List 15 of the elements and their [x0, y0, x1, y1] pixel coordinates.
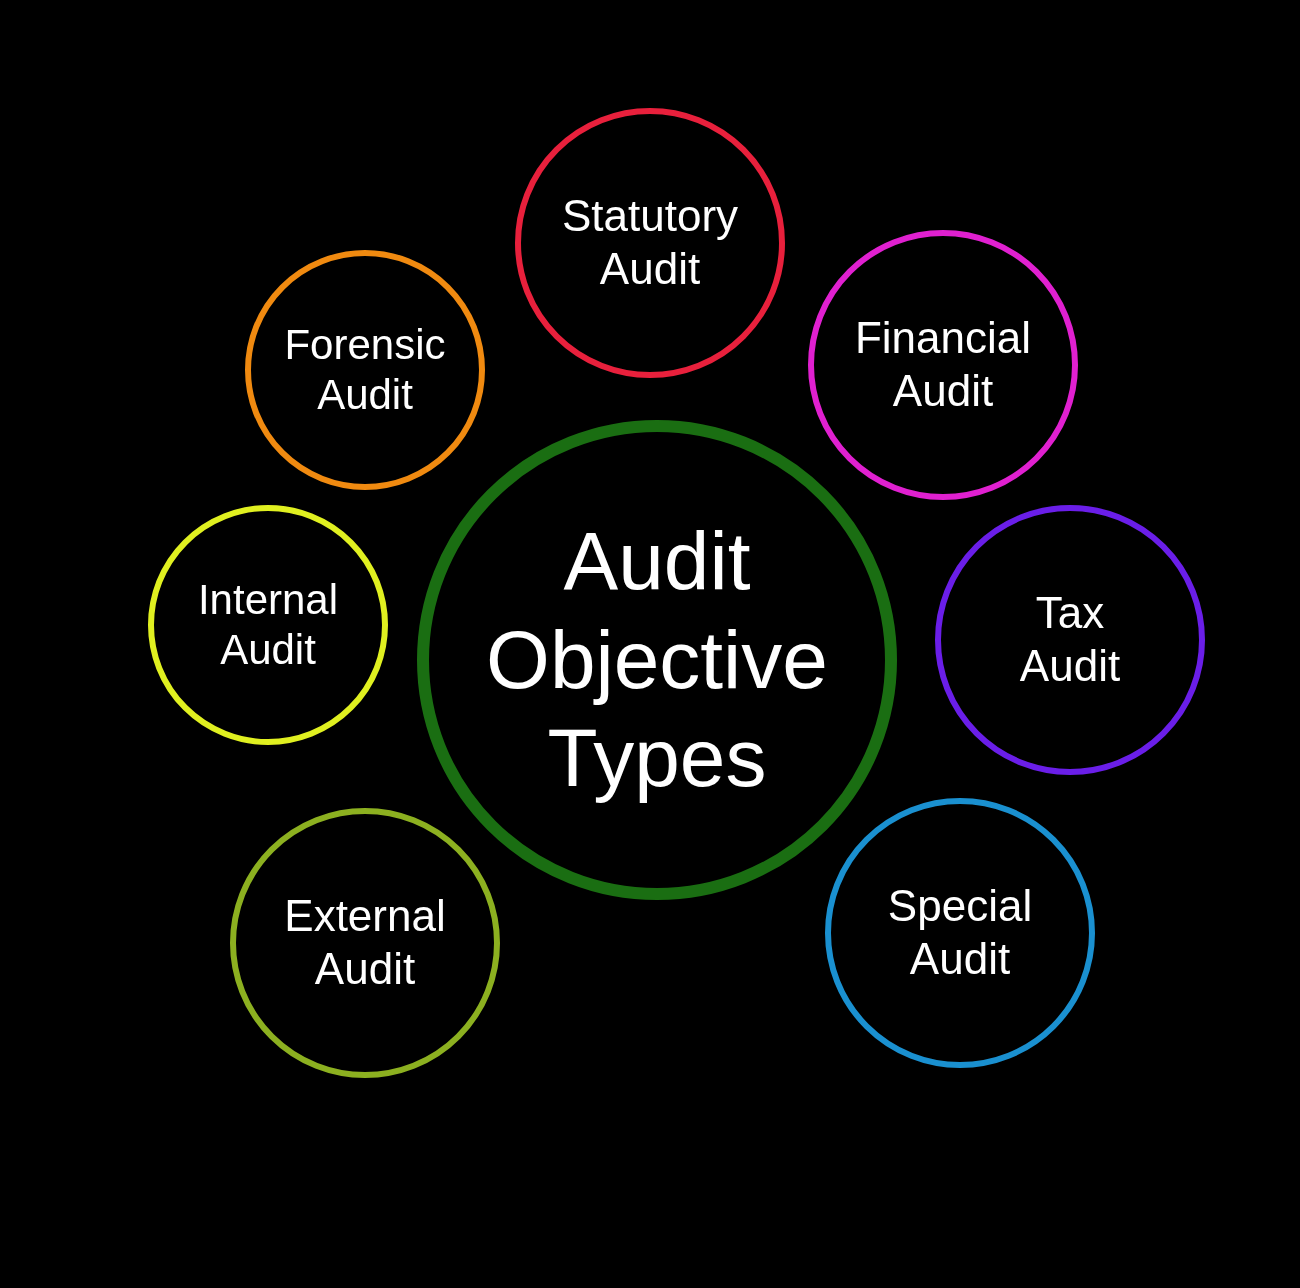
topic-circle	[245, 250, 485, 490]
diagram-heading: Audit Objective Types	[486, 514, 828, 806]
topic-circle	[148, 505, 388, 745]
topic-circle	[825, 798, 1095, 1068]
topic-label: Tax Audit	[1019, 587, 1121, 692]
topic-label: Special Audit	[887, 880, 1033, 985]
topic-circle	[230, 808, 500, 1078]
topic-circle	[808, 230, 1078, 500]
topic-label: Financial Audit	[854, 312, 1032, 417]
topic-label: Statutory Audit	[561, 190, 739, 295]
topic-label: Internal Audit	[197, 574, 339, 675]
topic-label: External Audit	[284, 890, 446, 995]
topic-label: Forensic Audit	[284, 319, 446, 420]
topic-circle	[515, 108, 785, 378]
topic-circle	[935, 505, 1205, 775]
